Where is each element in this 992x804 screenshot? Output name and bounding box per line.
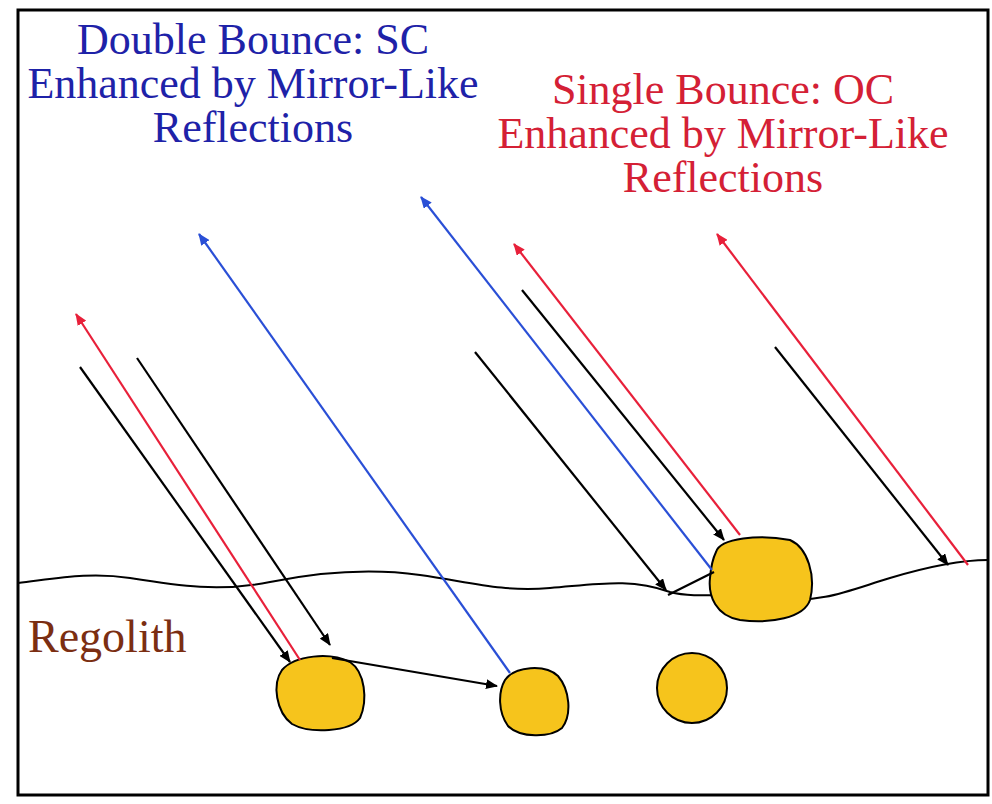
return-ray	[76, 314, 300, 660]
regolith-label: Regolith	[28, 612, 258, 662]
incident-ray	[522, 290, 724, 540]
bounce-ray	[668, 572, 714, 595]
incident-ray	[775, 347, 948, 565]
rock	[277, 656, 365, 730]
double-bounce-heading: Double Bounce: SC Enhanced by Mirror-Lik…	[20, 18, 486, 150]
return-ray	[199, 234, 510, 673]
return-ray	[421, 197, 712, 570]
return-ray	[717, 234, 968, 565]
return-ray	[514, 244, 740, 535]
bounce-ray	[332, 658, 497, 686]
surface-line	[18, 560, 988, 599]
rock	[710, 537, 812, 621]
rock	[500, 668, 568, 735]
frame	[18, 10, 988, 795]
incident-ray	[137, 358, 330, 645]
rock	[657, 653, 727, 723]
single-bounce-heading: Single Bounce: OC Enhanced by Mirror-Lik…	[488, 68, 958, 200]
